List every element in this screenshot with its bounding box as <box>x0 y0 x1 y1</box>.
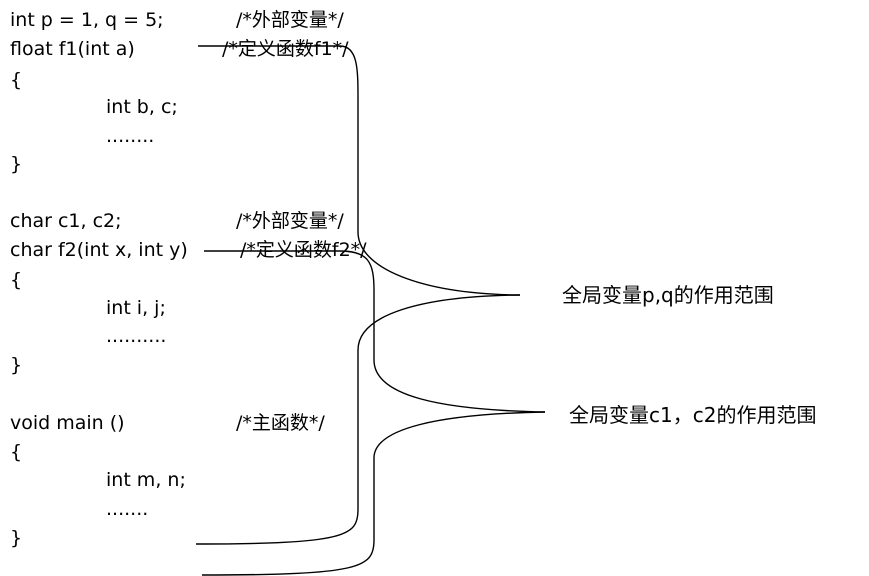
scope-bracket-pq-lower <box>195 294 521 545</box>
scope-bracket-c1-c2 <box>204 250 546 413</box>
code-ellipsis-f1: ........ <box>106 125 155 147</box>
brace-open-f1: { <box>10 69 23 91</box>
scope-bracket-c1-c2-lower <box>201 411 546 576</box>
code-ellipsis-main: ....... <box>106 498 149 520</box>
code-ellipsis-f2: .......... <box>106 325 167 347</box>
brace-close-f2: } <box>10 354 23 376</box>
comment-main-function: /*主函数*/ <box>236 412 325 434</box>
code-line-char-f2: char f2(int x, int y) <box>10 239 188 261</box>
brace-open-f2: { <box>10 269 23 291</box>
code-line-int-i-j: int i, j; <box>106 297 166 319</box>
code-line-int-m-n: int m, n; <box>106 469 186 491</box>
brace-close-f1: } <box>10 153 23 175</box>
comment-define-f1: /*定义函数f1*/ <box>222 38 349 60</box>
code-line-int-p-q: int p = 1, q = 5; <box>10 9 164 31</box>
scope-label-c1-c2: 全局变量c1，c2的作用范围 <box>569 403 817 427</box>
brace-close-main: } <box>10 527 23 549</box>
code-line-int-b-c: int b, c; <box>106 96 178 118</box>
scope-bracket-pq <box>198 45 521 296</box>
comment-define-f2: /*定义函数f2*/ <box>240 239 367 261</box>
code-line-void-main: void main () <box>10 412 125 434</box>
comment-external-vars-2: /*外部变量*/ <box>236 210 344 232</box>
code-line-float-f1: float f1(int a) <box>10 38 135 60</box>
code-line-char-c1-c2: char c1, c2; <box>10 210 122 232</box>
scope-label-pq: 全局变量p,q的作用范围 <box>562 283 774 307</box>
comment-external-vars-1: /*外部变量*/ <box>236 9 344 31</box>
brace-open-main: { <box>10 441 23 463</box>
